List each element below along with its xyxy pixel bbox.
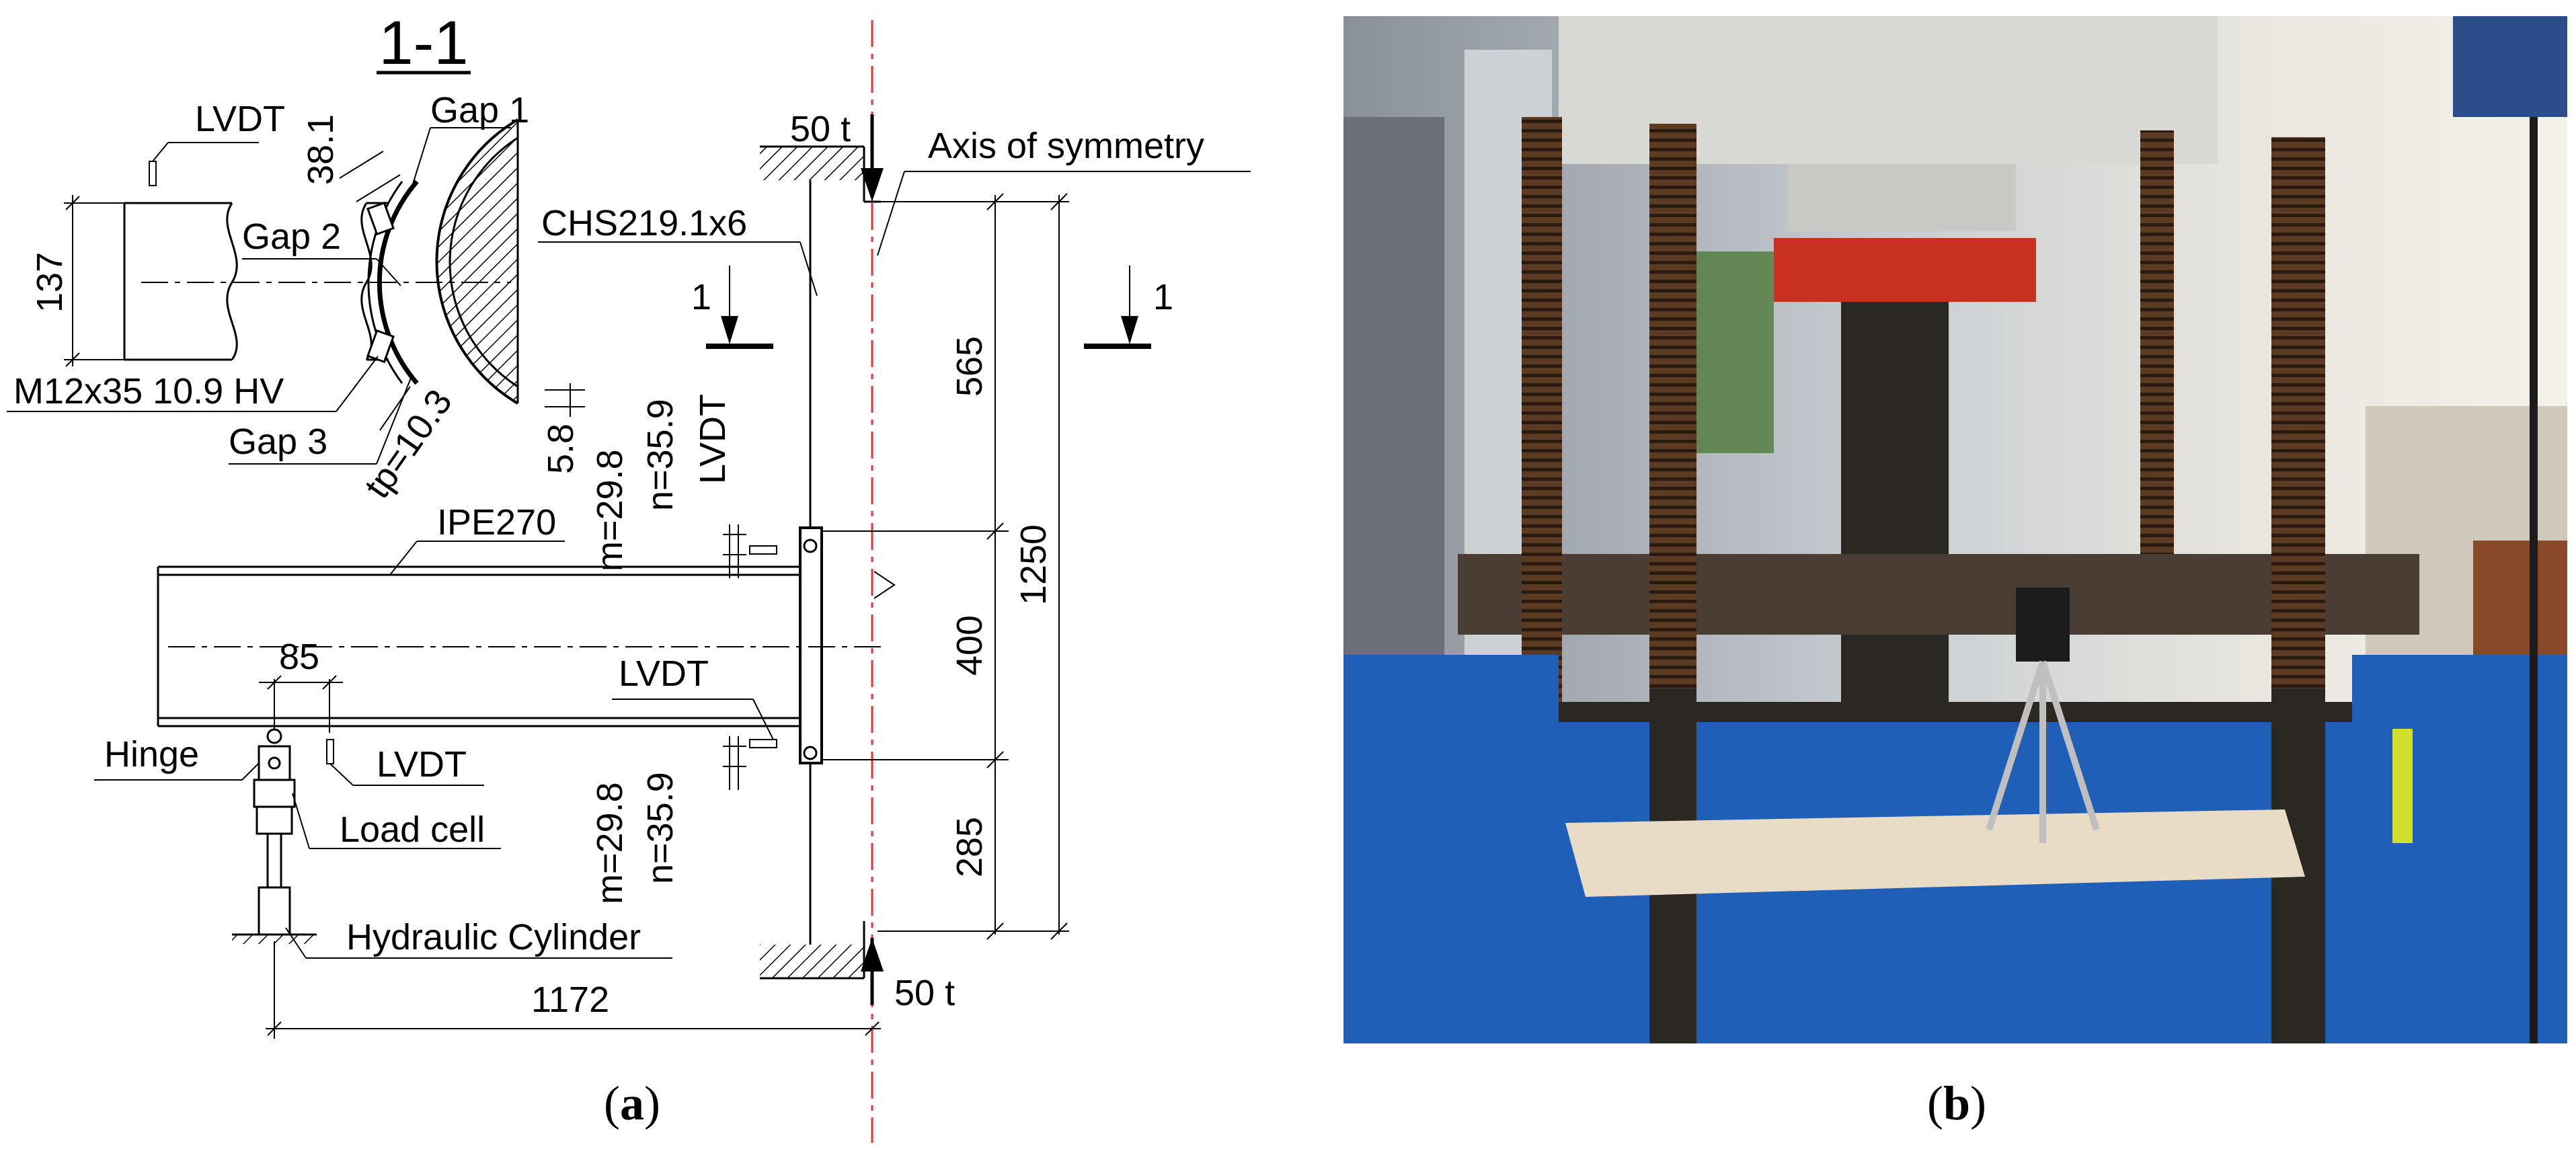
- vertical-dimensions: [810, 193, 1069, 940]
- label-lvdt-top: LVDT: [195, 99, 285, 139]
- label-load-bottom: 50 t: [894, 973, 955, 1013]
- label-load-cell: Load cell: [340, 809, 485, 850]
- label-m-upper: m=29.8: [590, 449, 630, 571]
- drawing-labels: 1-1 LVDT Gap 1 Gap 2 Gap 3 38.1 137 M12x…: [13, 9, 1204, 1020]
- label-bolt: M12x35 10.9 HV: [13, 371, 284, 411]
- label-hinge: Hinge: [104, 734, 199, 775]
- label-lvdt-lower: LVDT: [619, 653, 709, 694]
- caption-a-close: ): [644, 1076, 660, 1130]
- caption-a-letter: a: [620, 1076, 644, 1130]
- caption-b-letter: b: [1943, 1076, 1971, 1130]
- caption-b-open: (: [1926, 1076, 1943, 1130]
- label-dim-565: 565: [949, 336, 990, 397]
- red-plate: [1774, 238, 2036, 302]
- section-mark-left: 1: [691, 277, 711, 317]
- caption-a-open: (: [604, 1076, 620, 1130]
- label-dim-1172: 1172: [531, 980, 609, 1020]
- label-hydraulic: Hydraulic Cylinder: [346, 917, 641, 957]
- actuator-assembly: [94, 728, 881, 1039]
- label-gap1: Gap 1: [430, 90, 529, 130]
- label-n-lower: n=35.9: [640, 772, 680, 884]
- label-dim-38-1: 38.1: [301, 114, 341, 185]
- label-dim-285: 285: [949, 817, 990, 877]
- label-dim-400: 400: [949, 615, 990, 676]
- caption-b-close: ): [1970, 1076, 1986, 1130]
- section-title: 1-1: [379, 9, 469, 77]
- label-n-upper: n=35.9: [640, 399, 680, 511]
- label-dim-137: 137: [30, 252, 70, 313]
- section-detail: [7, 118, 585, 465]
- label-m-lower: m=29.8: [590, 782, 630, 904]
- label-gap3: Gap 3: [229, 422, 327, 462]
- section-mark-right: 1: [1153, 277, 1173, 317]
- label-gap2: Gap 2: [242, 216, 341, 257]
- ipe-beam: [157, 524, 888, 790]
- caption-a: (a): [531, 1076, 733, 1132]
- label-axis: Axis of symmetry: [928, 126, 1204, 166]
- label-lvdt-hinge: LVDT: [377, 744, 467, 785]
- test-setup-drawing: 1-1 LVDT Gap 1 Gap 2 Gap 3 38.1 137 M12x…: [7, 9, 1251, 1143]
- label-chs: CHS219.1x6: [541, 203, 747, 243]
- label-lvdt-upper: LVDT: [693, 394, 733, 484]
- label-ipe: IPE270: [437, 502, 556, 543]
- test-photo: [1343, 16, 2567, 1043]
- caption-b: (b): [1856, 1076, 2058, 1132]
- label-dim-5-8: 5.8: [541, 424, 581, 474]
- label-dim-85: 85: [279, 637, 319, 677]
- label-load-top: 50 t: [790, 109, 851, 149]
- label-dim-1250: 1250: [1013, 524, 1054, 605]
- label-tp: tp=10.3: [357, 383, 460, 506]
